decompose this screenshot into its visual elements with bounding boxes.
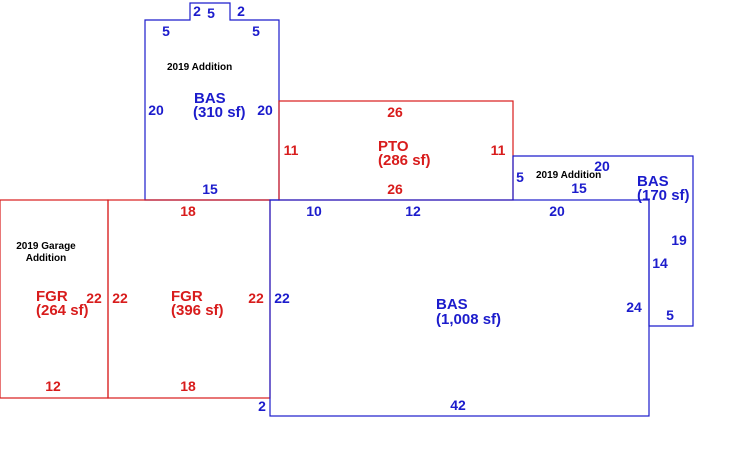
dim-label: 11 — [284, 142, 299, 158]
dim-label: 14 — [652, 255, 668, 271]
dim-label: 15 — [202, 181, 218, 197]
dim-label: 18 — [180, 378, 196, 394]
dim-label: 5 — [516, 169, 524, 185]
dim-label: 20 — [257, 102, 273, 118]
dim-label: 26 — [387, 104, 403, 120]
dim-label: 18 — [180, 203, 196, 219]
dim-label: 26 — [387, 181, 403, 197]
dim-label: 5 — [207, 5, 215, 21]
fgr-left-code: FGR — [36, 288, 68, 305]
dim-label: 11 — [491, 142, 506, 158]
addition-right-note: 2019 Addition — [536, 170, 601, 181]
bas-top-code: BAS — [194, 90, 226, 107]
bas-main-size: (1,008 sf) — [436, 311, 501, 328]
dim-label: 5 — [666, 307, 674, 323]
dim-label: 22 — [274, 290, 290, 306]
dim-label: 10 — [306, 203, 322, 219]
bas-main-code: BAS — [436, 296, 468, 313]
addition-top-note: 2019 Addition — [167, 62, 232, 73]
bas-top-size: (310 sf) — [193, 104, 246, 121]
dim-label: 2 — [237, 3, 245, 19]
dim-label: 2 — [258, 398, 266, 414]
bas-right-code: BAS — [637, 173, 669, 190]
fgr-left-size: (264 sf) — [36, 302, 89, 319]
dim-label: 12 — [405, 203, 421, 219]
dim-label: 12 — [45, 378, 61, 394]
fgr-mid-code: FGR — [171, 288, 203, 305]
dim-label: 24 — [626, 299, 642, 315]
bas-right-size: (170 sf) — [637, 187, 690, 204]
pto-size: (286 sf) — [378, 152, 431, 169]
dim-label: 19 — [671, 232, 687, 248]
bas-main-outline — [269, 199, 650, 417]
dim-label: 42 — [450, 397, 466, 413]
dim-label: 5 — [162, 23, 170, 39]
dim-label: 20 — [549, 203, 565, 219]
dim-label: 2 — [193, 3, 201, 19]
garage-note-line1: 2019 Garage — [16, 241, 76, 252]
dim-label: 22 — [112, 290, 128, 306]
dim-label: 20 — [594, 158, 610, 174]
fgr-mid-size: (396 sf) — [171, 302, 224, 319]
dim-label: 22 — [86, 290, 102, 306]
garage-note-line2: Addition — [26, 253, 67, 264]
pto-code: PTO — [378, 138, 409, 155]
dim-label: 22 — [248, 290, 264, 306]
dim-label: 20 — [148, 102, 164, 118]
dim-label: 5 — [252, 23, 260, 39]
dim-label: 15 — [571, 180, 587, 196]
